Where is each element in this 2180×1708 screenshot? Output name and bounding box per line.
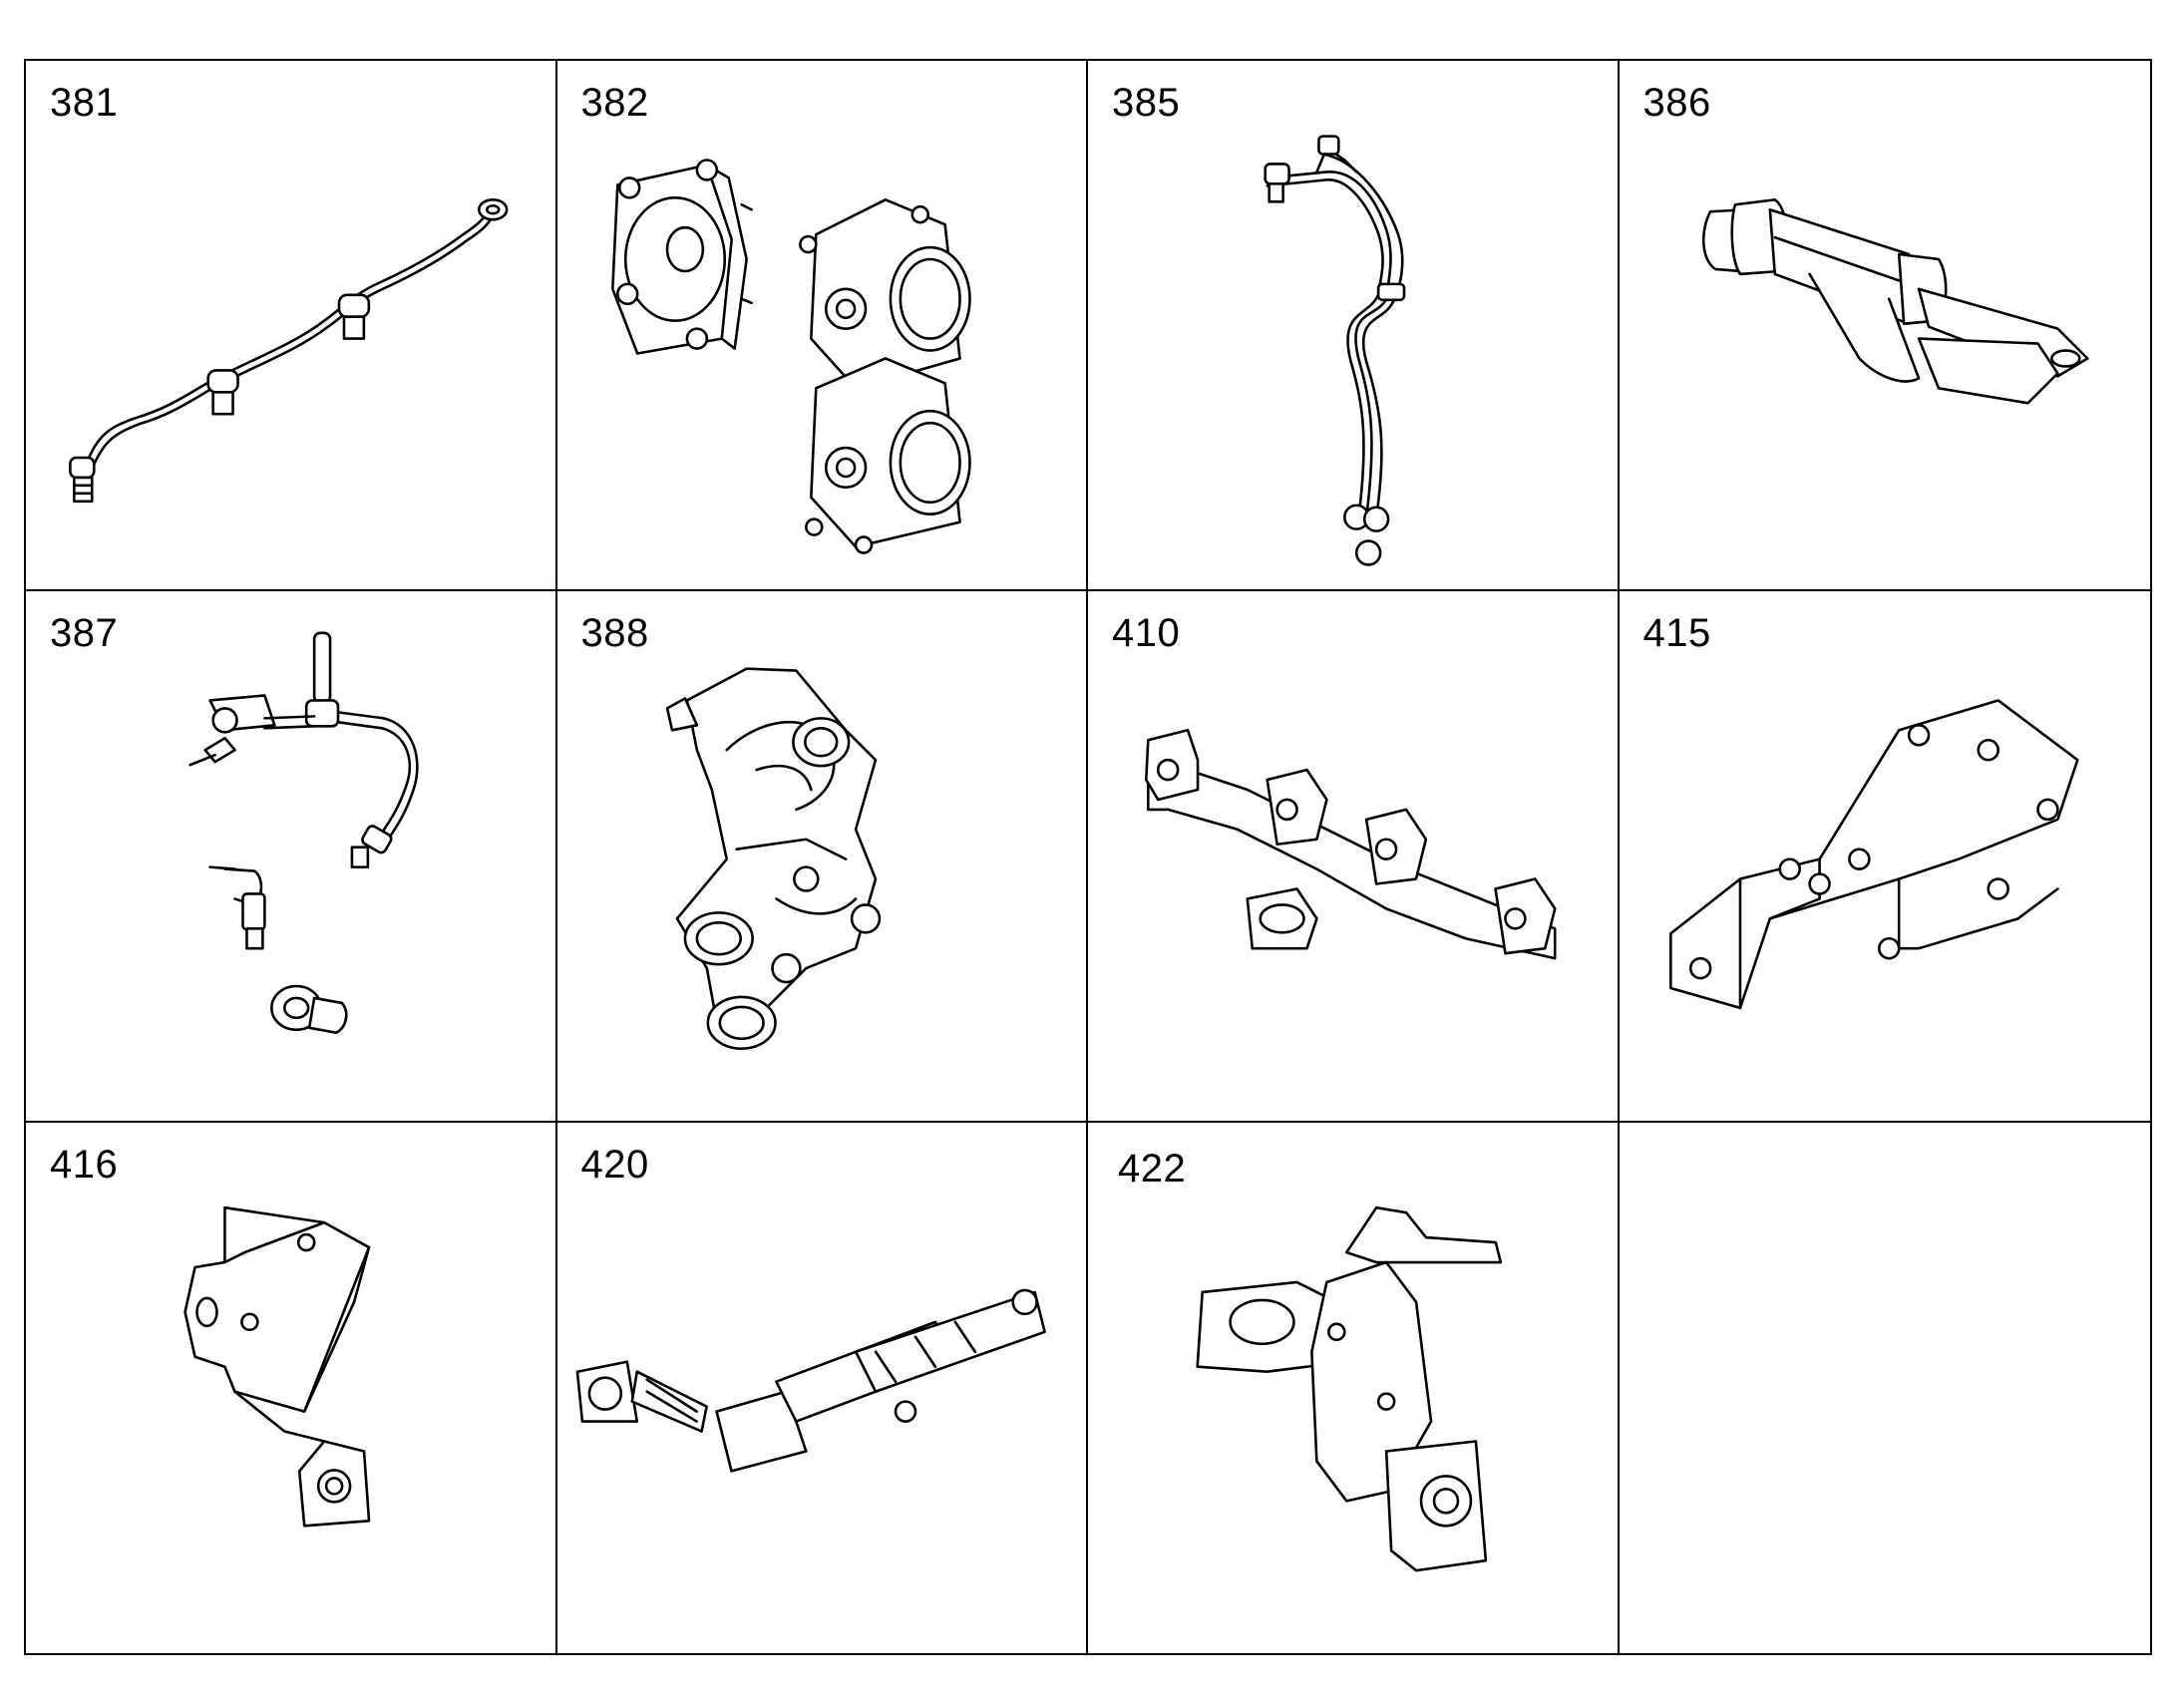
- empty-cell: [1620, 1123, 2151, 1653]
- drain-valve-icon: [1701, 198, 2089, 405]
- part-number: 415: [1642, 611, 1711, 656]
- part-cell-410[interactable]: 410: [1088, 591, 1620, 1123]
- part-cell-382[interactable]: 382: [556, 61, 1088, 592]
- part-cell-416[interactable]: 416: [26, 1122, 557, 1653]
- bent-tube-icon: [1264, 135, 1406, 566]
- part-number: 388: [580, 611, 649, 656]
- part-cell-385[interactable]: 385: [1088, 61, 1620, 592]
- part-number: 385: [1112, 81, 1181, 125]
- part-number: 422: [1118, 1146, 1187, 1191]
- part-number: 381: [50, 81, 119, 125]
- part-number: 387: [50, 611, 119, 656]
- water-outlet-housing-icon: [665, 667, 881, 1051]
- part-cell-420[interactable]: 420: [557, 1122, 1088, 1653]
- part-number: 416: [50, 1142, 119, 1187]
- parts-grid: 381 382: [24, 59, 2152, 1655]
- part-cell-388[interactable]: 388: [556, 591, 1088, 1123]
- egr-cooler-assembly-icon: [575, 1288, 1046, 1473]
- exhaust-manifold-icon: [1144, 729, 1557, 960]
- heat-shield-icon: [1668, 699, 2079, 1010]
- part-number: 410: [1112, 611, 1181, 656]
- part-cell-386[interactable]: 386: [1619, 61, 2150, 592]
- part-number: 386: [1642, 81, 1711, 125]
- part-number: 420: [580, 1142, 649, 1187]
- part-cell-381[interactable]: 381: [26, 61, 557, 592]
- thermostat-housing-set-icon: [610, 159, 971, 554]
- mounting-bracket-icon: [183, 1205, 371, 1528]
- part-cell-415[interactable]: 415: [1619, 591, 2150, 1123]
- part-cell-422[interactable]: 422: [1088, 1122, 1620, 1653]
- egr-valve-assembly-icon: [1196, 1205, 1503, 1572]
- fuel-line-assembly-icon: [69, 198, 509, 504]
- tube-fittings-set-icon: [188, 631, 419, 1035]
- part-number: 382: [580, 81, 649, 125]
- part-cell-387[interactable]: 387: [26, 591, 557, 1123]
